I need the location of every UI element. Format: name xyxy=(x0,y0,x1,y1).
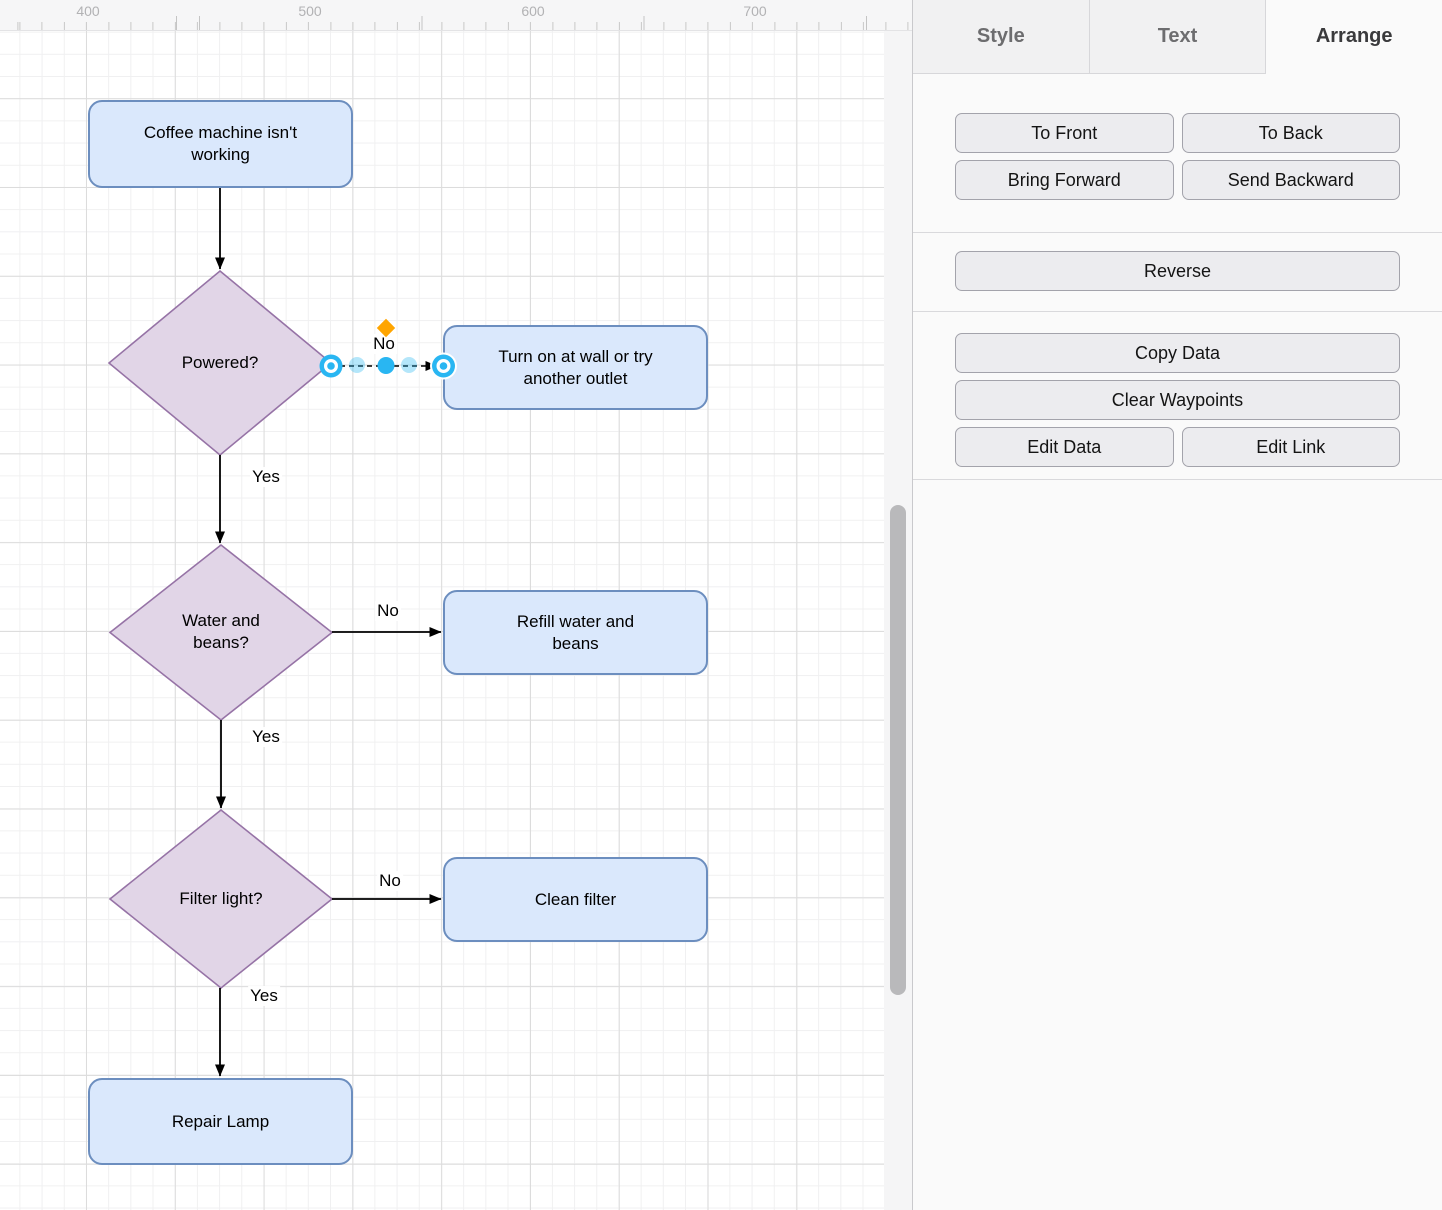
node-repair-lamp[interactable]: Repair Lamp xyxy=(88,1078,353,1165)
diagram-canvas[interactable]: 400 500 600 700 xyxy=(0,0,912,1210)
edge-label-water-no[interactable]: No xyxy=(375,601,401,621)
edge-label-filter-no[interactable]: No xyxy=(377,871,403,891)
node-water-label[interactable]: Water and beans? xyxy=(182,611,260,652)
reverse-section: Reverse xyxy=(913,251,1442,291)
edge-label-powered-no[interactable]: No xyxy=(371,334,397,354)
clear-waypoints-button[interactable]: Clear Waypoints xyxy=(955,380,1400,420)
panel-divider xyxy=(913,311,1442,312)
reverse-button[interactable]: Reverse xyxy=(955,251,1400,291)
edit-data-button[interactable]: Edit Data xyxy=(955,427,1174,467)
edit-link-button[interactable]: Edit Link xyxy=(1181,427,1400,467)
tab-arrange[interactable]: Arrange xyxy=(1315,25,1393,47)
vertical-scrollbar[interactable] xyxy=(884,30,912,1210)
node-powered-label[interactable]: Powered? xyxy=(181,353,259,372)
format-panel: Style Text Arrange To Front To Back Brin… xyxy=(912,0,1442,1210)
copy-data-button[interactable]: Copy Data xyxy=(955,333,1400,373)
z-order-section: To Front To Back Bring Forward Send Back… xyxy=(913,113,1442,200)
horizontal-ruler: 400 500 600 700 xyxy=(0,0,912,31)
tab-style[interactable]: Style xyxy=(913,0,1090,74)
ruler-mark: 500 xyxy=(298,3,322,19)
edge-label-water-yes[interactable]: Yes xyxy=(250,727,282,747)
format-panel-tabs: Style Text Arrange xyxy=(913,0,1442,74)
ruler-mark: 600 xyxy=(521,3,545,19)
node-clean-filter-label: Clean filter xyxy=(534,889,617,909)
edge-label-filter-yes[interactable]: Yes xyxy=(248,986,280,1006)
node-refill[interactable]: Refill water and beans xyxy=(443,590,708,675)
edge-label-powered-yes[interactable]: Yes xyxy=(250,467,282,487)
vertical-scrollbar-thumb[interactable] xyxy=(890,505,906,995)
to-back-button[interactable]: To Back xyxy=(1181,113,1400,153)
node-clean-filter[interactable]: Clean filter xyxy=(443,857,708,942)
bring-forward-button[interactable]: Bring Forward xyxy=(955,160,1174,200)
panel-divider xyxy=(913,232,1442,233)
panel-divider xyxy=(913,479,1442,480)
to-front-button[interactable]: To Front xyxy=(955,113,1174,153)
node-start-label: Coffee machine isn't working xyxy=(143,123,298,164)
send-backward-button[interactable]: Send Backward xyxy=(1181,160,1400,200)
node-turn-on[interactable]: Turn on at wall or try another outlet xyxy=(443,325,708,410)
node-filter-label[interactable]: Filter light? xyxy=(179,889,263,908)
tab-text[interactable]: Text xyxy=(1089,0,1267,74)
node-refill-label: Refill water and beans xyxy=(516,611,635,653)
node-repair-lamp-label: Repair Lamp xyxy=(171,1111,270,1131)
edge-data-section: Copy Data Clear Waypoints Edit Data Edit… xyxy=(913,333,1442,467)
node-start[interactable]: Coffee machine isn't working xyxy=(88,100,353,188)
ruler-mark: 700 xyxy=(743,3,767,19)
ruler-mark: 400 xyxy=(76,3,100,19)
node-turn-on-label: Turn on at wall or try another outlet xyxy=(498,346,653,388)
grid-background[interactable] xyxy=(0,30,884,1210)
